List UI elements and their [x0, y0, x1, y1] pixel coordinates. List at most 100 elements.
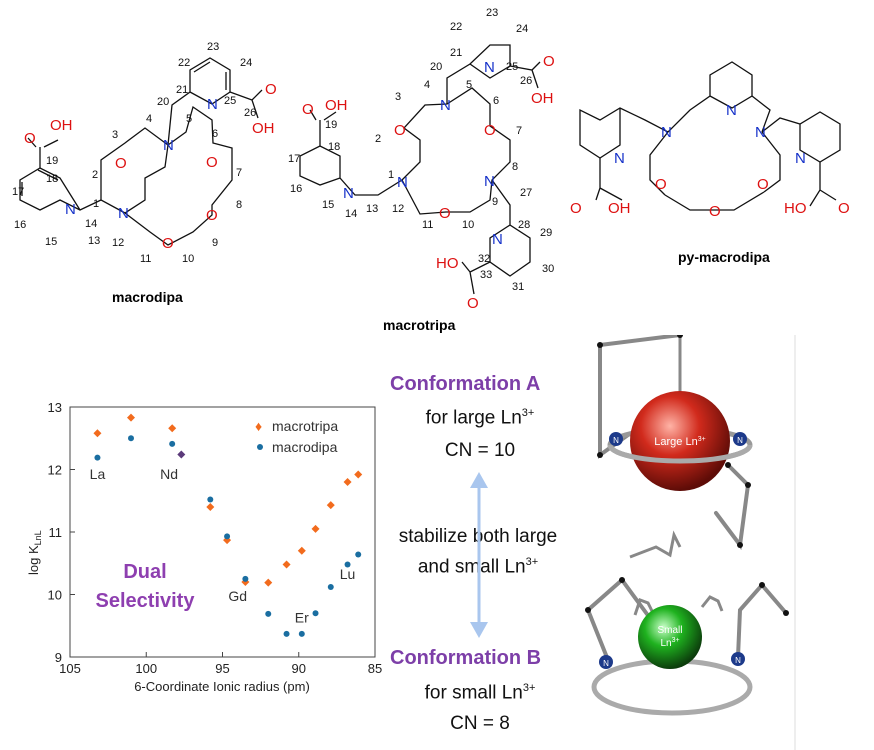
svg-text:O: O [206, 207, 218, 224]
svg-text:3: 3 [395, 91, 401, 103]
svg-text:OH: OH [325, 97, 348, 114]
svg-text:OH: OH [608, 200, 631, 217]
svg-text:O: O [570, 200, 582, 217]
x-tick-label: 95 [215, 661, 229, 676]
svg-text:12: 12 [112, 237, 124, 249]
svg-text:N: N [397, 174, 408, 191]
svg-text:2: 2 [375, 133, 381, 145]
y-tick-label: 9 [55, 650, 62, 665]
svg-text:17: 17 [12, 186, 24, 198]
conformation-b-title: Conformation B [390, 647, 542, 669]
macrotripa-point [354, 470, 363, 479]
conformation-b-cn: CN = 8 [450, 713, 510, 734]
svg-text:11: 11 [140, 253, 151, 265]
conformation-a-illustration: Large Ln3+ N N [597, 335, 753, 559]
svg-text:O: O [543, 53, 555, 70]
svg-text:N: N [343, 185, 354, 202]
double-arrow [470, 472, 488, 638]
macrodipa-point [283, 630, 290, 637]
svg-text:O: O [302, 101, 314, 118]
svg-text:N: N [661, 124, 672, 141]
legend-macrotripa: macrotripa [272, 418, 338, 434]
macrotripa-point [326, 501, 335, 510]
n-atom-a1: N [613, 436, 619, 445]
y-tick-label: 11 [49, 525, 63, 540]
svg-text:O: O [24, 130, 36, 147]
svg-text:22: 22 [450, 21, 462, 33]
svg-text:8: 8 [512, 161, 518, 173]
macrodipa-point [355, 551, 362, 558]
macrodipa-point [298, 630, 305, 637]
svg-text:9: 9 [212, 237, 218, 249]
svg-text:O: O [162, 235, 174, 252]
svg-text:16: 16 [14, 219, 26, 231]
svg-text:6: 6 [212, 128, 218, 140]
svg-text:O: O [467, 295, 479, 312]
conformation-a-title: Conformation A [390, 373, 541, 395]
x-tick-label: 90 [292, 661, 306, 676]
svg-text:4: 4 [146, 113, 152, 125]
macrodipa-point [224, 533, 231, 540]
svg-text:21: 21 [450, 47, 462, 59]
svg-text:1: 1 [93, 198, 99, 210]
macrodipa-point [344, 561, 351, 568]
macrodipa-point [169, 440, 176, 447]
svg-text:O: O [206, 154, 218, 171]
svg-text:O: O [439, 205, 451, 222]
conformation-a-cn: CN = 10 [444, 440, 516, 461]
conformation-a-line1: for large Ln3+ [425, 407, 535, 429]
sphere-small-label2: Ln3+ [660, 637, 679, 649]
macrodipa-point [312, 610, 319, 617]
y-tick-label: 12 [48, 463, 62, 478]
svg-text:N: N [726, 102, 737, 119]
svg-text:25: 25 [224, 95, 236, 107]
svg-text:14: 14 [85, 218, 97, 230]
svg-text:OH: OH [252, 120, 275, 137]
svg-text:O: O [757, 176, 769, 193]
y-tick-label: 10 [48, 588, 62, 603]
svg-text:28: 28 [518, 219, 530, 231]
svg-text:24: 24 [516, 23, 528, 35]
macrodipa-point [128, 435, 134, 442]
svg-text:N: N [163, 137, 174, 154]
macrotripa-point [264, 578, 273, 587]
macrodipa-point [207, 496, 214, 503]
svg-text:12: 12 [392, 203, 404, 215]
svg-text:4: 4 [424, 79, 430, 91]
macrotripa-point [311, 524, 320, 533]
svg-text:9: 9 [492, 196, 498, 208]
svg-text:5: 5 [186, 113, 192, 125]
svg-text:20: 20 [430, 61, 442, 73]
svg-text:16: 16 [290, 183, 302, 195]
svg-text:33: 33 [480, 269, 492, 281]
svg-text:27: 27 [520, 187, 532, 199]
label-macrodipa: macrodipa [112, 289, 183, 305]
n-atom-b2: N [735, 656, 741, 665]
label-macrotripa: macrotripa [383, 317, 456, 333]
svg-text:26: 26 [520, 75, 532, 87]
svg-text:N: N [440, 97, 451, 114]
svg-text:23: 23 [207, 41, 219, 53]
svg-text:29: 29 [540, 227, 552, 239]
selectivity-text: Selectivity [96, 590, 196, 612]
label-py-macrodipa: py-macrodipa [678, 249, 770, 265]
svg-text:HO: HO [784, 200, 807, 217]
svg-text:15: 15 [45, 236, 57, 248]
svg-text:N: N [795, 150, 806, 167]
svg-text:25: 25 [506, 61, 518, 73]
y-axis-label: log KLnL [26, 530, 43, 575]
svg-text:3: 3 [112, 129, 118, 141]
svg-text:18: 18 [46, 173, 58, 185]
svg-text:N: N [755, 124, 766, 141]
x-tick-label: 105 [59, 661, 81, 676]
data-points [93, 413, 363, 637]
svg-text:N: N [207, 96, 218, 113]
ho-label: HO [436, 255, 459, 272]
conformation-illustrations: Large Ln3+ N N Small Ln3+ N N [585, 335, 796, 750]
svg-text:O: O [115, 155, 127, 172]
svg-text:OH: OH [531, 90, 554, 107]
svg-text:26: 26 [244, 107, 256, 119]
